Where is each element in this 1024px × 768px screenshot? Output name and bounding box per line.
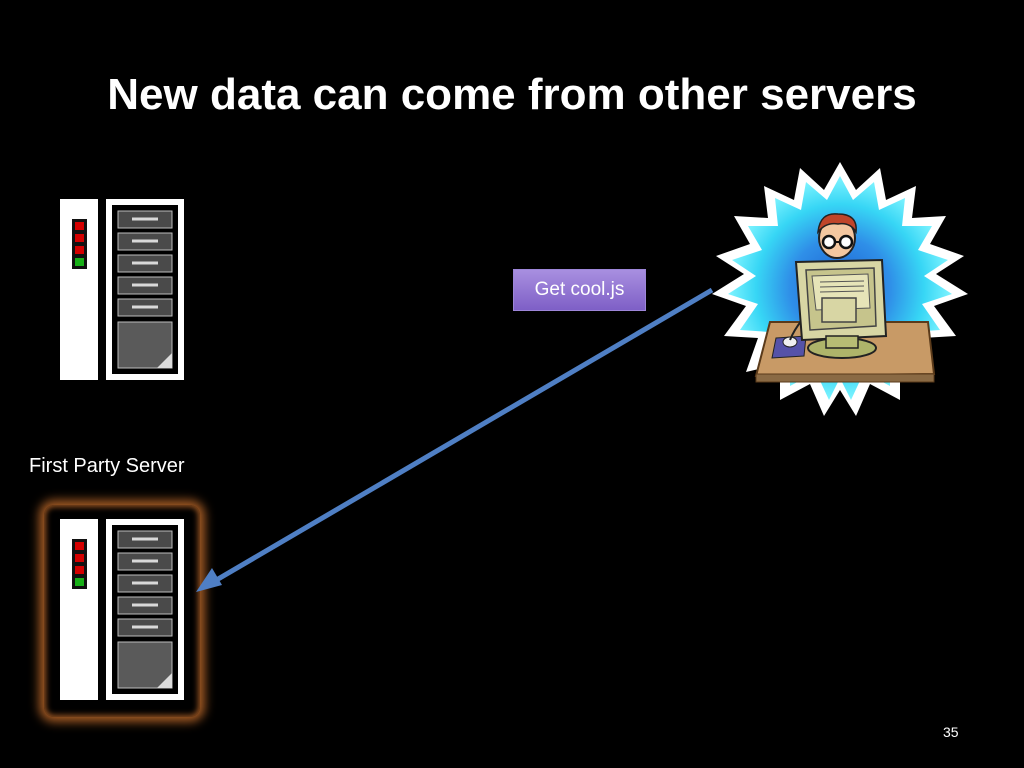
request-label: Get cool.js <box>513 269 646 311</box>
slide-title: New data can come from other servers <box>107 70 917 119</box>
first-party-server <box>44 505 200 717</box>
server-caption: First Party Server <box>29 455 185 477</box>
server-rack-icon <box>58 197 186 382</box>
page-number: 35 <box>943 724 959 740</box>
user-at-computer-icon <box>710 160 970 420</box>
server-rack-icon <box>60 519 184 700</box>
